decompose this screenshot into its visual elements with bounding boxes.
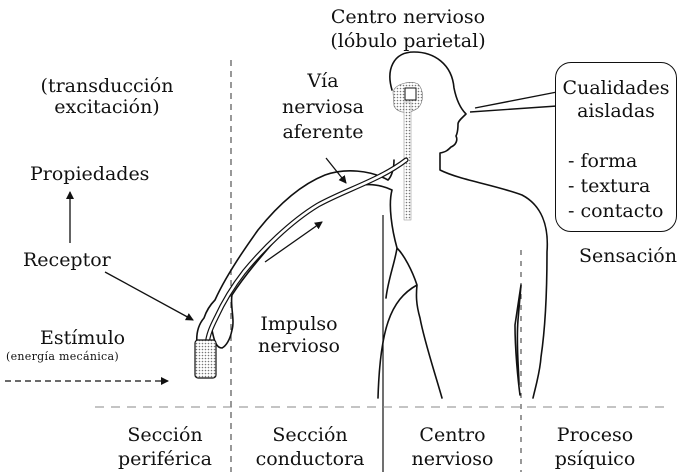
properties-label: Propiedades (30, 163, 150, 185)
section-peripheral-line1: Sección (127, 424, 203, 446)
quality-item: - textura (568, 175, 651, 197)
callout-tail-lower (469, 105, 558, 113)
section-conductor-line2: conductora (255, 448, 365, 470)
section-peripheral-line2: periférica (118, 448, 212, 470)
callout-tail-upper (474, 91, 558, 109)
transduction-line1: (transducción (40, 75, 174, 97)
pathway-label-line1: Vía (307, 70, 339, 92)
quality-item: - forma (568, 150, 638, 172)
qualities-callout (555, 62, 677, 232)
nervous-center-title: Centro nervioso (330, 6, 486, 28)
section-center-line1: Centro (419, 424, 486, 446)
stimulus-object (194, 339, 217, 379)
section-conductor-line1: Sección (272, 424, 348, 446)
qualities-title-line2: aisladas (577, 100, 655, 122)
transduction-line2: excitación) (54, 96, 160, 118)
body-silhouette (195, 51, 549, 399)
section-psychic-line1: Proceso (556, 424, 634, 446)
pathway-label-line3: aferente (282, 121, 364, 143)
quality-item: - contacto (568, 200, 664, 222)
stimulus-label: Estímulo (40, 327, 126, 349)
sensation-label: Sensación (579, 245, 677, 267)
receptor-label: Receptor (23, 249, 111, 271)
parietal-marker (404, 87, 417, 101)
pathway-label-line2: nerviosa (282, 96, 364, 118)
section-psychic-line2: psíquico (554, 448, 636, 470)
pathway-label-pointer (325, 157, 347, 184)
section-center-line2: nervioso (411, 448, 494, 470)
qualities-title-line1: Cualidades (562, 77, 670, 99)
impulse-arrow (264, 221, 323, 263)
afferent-pathway-core (205, 158, 408, 347)
nervous-center-subtitle: (lóbulo parietal) (330, 30, 486, 52)
impulse-label-line1: Impulso (260, 313, 338, 335)
stimulus-detail: (energía mecánica) (6, 350, 119, 363)
impulse-label-line2: nervioso (257, 335, 340, 357)
receptor-pointer-arrow (104, 271, 194, 321)
